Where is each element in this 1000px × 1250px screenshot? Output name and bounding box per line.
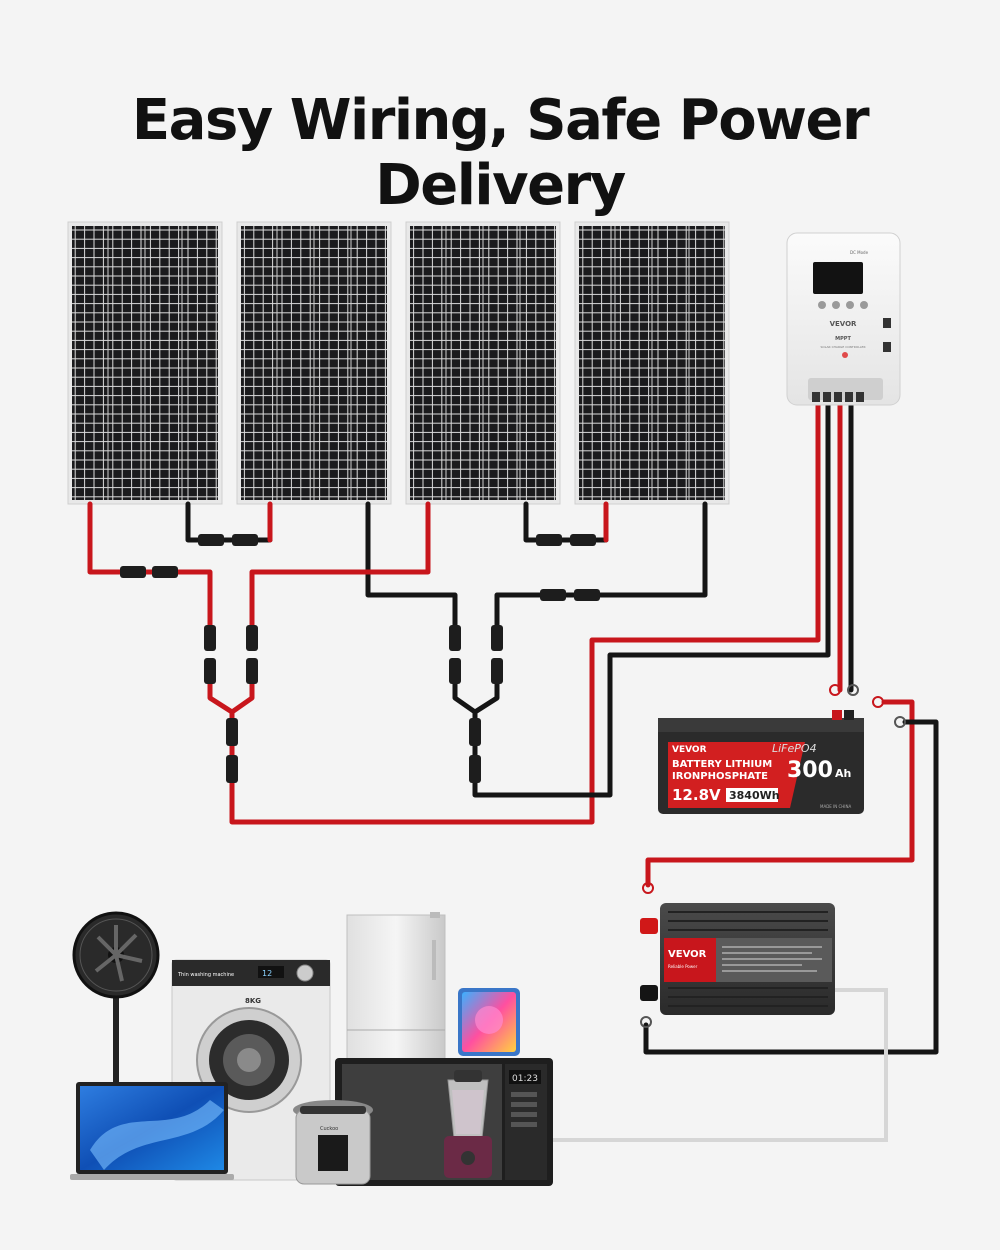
- battery-origin: MADE IN CHINA: [820, 804, 851, 809]
- inverter-tagline: Reliable Power: [668, 964, 698, 969]
- battery-capacity: 300: [787, 758, 833, 783]
- inverter-brand: VEVOR: [668, 949, 707, 960]
- solar-panel-4: [574, 221, 730, 505]
- mc4-connectors: [120, 534, 600, 783]
- battery-brand: VEVOR: [672, 745, 707, 755]
- washer-label: Thin washing machine: [177, 972, 234, 978]
- cooker-label: Cuckoo: [320, 1126, 338, 1132]
- dc-wires: [87, 402, 939, 1055]
- controller-model: MPPT: [835, 336, 851, 342]
- battery-voltage: 12.8V: [672, 786, 721, 804]
- microwave-time: 01:23: [512, 1074, 538, 1084]
- battery-energy: 3840Wh: [729, 789, 780, 802]
- pressure-cooker: Cuckoo: [293, 1100, 373, 1185]
- battery-capacity-unit: Ah: [835, 767, 851, 780]
- battery: VEVOR LiFePO4 BATTERY LITHIUM IRONPHOSPH…: [658, 710, 864, 814]
- controller-subtitle: SOLAR CHARGE CONTROLLER: [820, 345, 865, 349]
- washer-display: 12: [262, 969, 272, 978]
- battery-line1: BATTERY LITHIUM: [672, 759, 772, 770]
- blender: [444, 1070, 492, 1178]
- controller-brand: VEVOR: [830, 320, 857, 328]
- refrigerator: [346, 912, 446, 1061]
- solar-panel-2: [236, 221, 392, 505]
- battery-chemistry: LiFePO4: [772, 742, 817, 755]
- washer-badge: 8KG: [245, 997, 261, 1005]
- inverter: VEVOR Reliable Power: [640, 903, 835, 1015]
- floor-fan: [72, 911, 160, 1085]
- tablet: [458, 988, 520, 1056]
- laptop: [70, 1082, 234, 1180]
- appliances: Thin washing machine 12 8KG: [70, 911, 553, 1186]
- page-title: Easy Wiring, Safe Power Delivery: [131, 88, 870, 218]
- ac-wire: [552, 988, 888, 1142]
- controller-top-label: DC Mode: [850, 250, 869, 255]
- battery-line2: IRONPHOSPHATE: [672, 771, 768, 782]
- ring-terminals: [640, 684, 906, 1028]
- charge-controller: DC Mode VEVOR MPPT SOLAR CHARGE CONTROLL…: [786, 232, 901, 406]
- solar-panel-3: [405, 221, 561, 505]
- solar-panel-1: [67, 221, 223, 505]
